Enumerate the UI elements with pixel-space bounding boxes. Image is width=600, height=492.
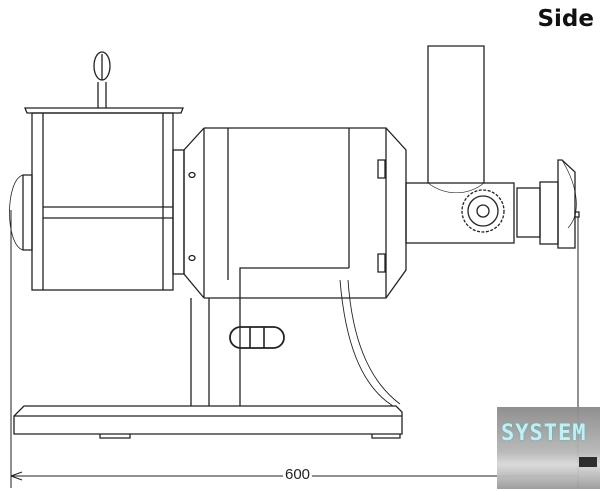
watermark-text: SYSTEM: [501, 421, 587, 446]
motor-housing: [172, 127, 407, 299]
hopper: [9, 107, 184, 291]
width-dimension-label: 600: [283, 466, 313, 483]
watermark-logo: SYSTEM: [497, 407, 600, 489]
view-title: Side: [537, 6, 594, 32]
stand: [190, 267, 401, 407]
watermark-block: [579, 457, 597, 467]
hopper-handle: [93, 51, 111, 108]
base: [13, 405, 403, 439]
dimension-lines: [10, 210, 579, 488]
grinder-head: [405, 45, 580, 249]
